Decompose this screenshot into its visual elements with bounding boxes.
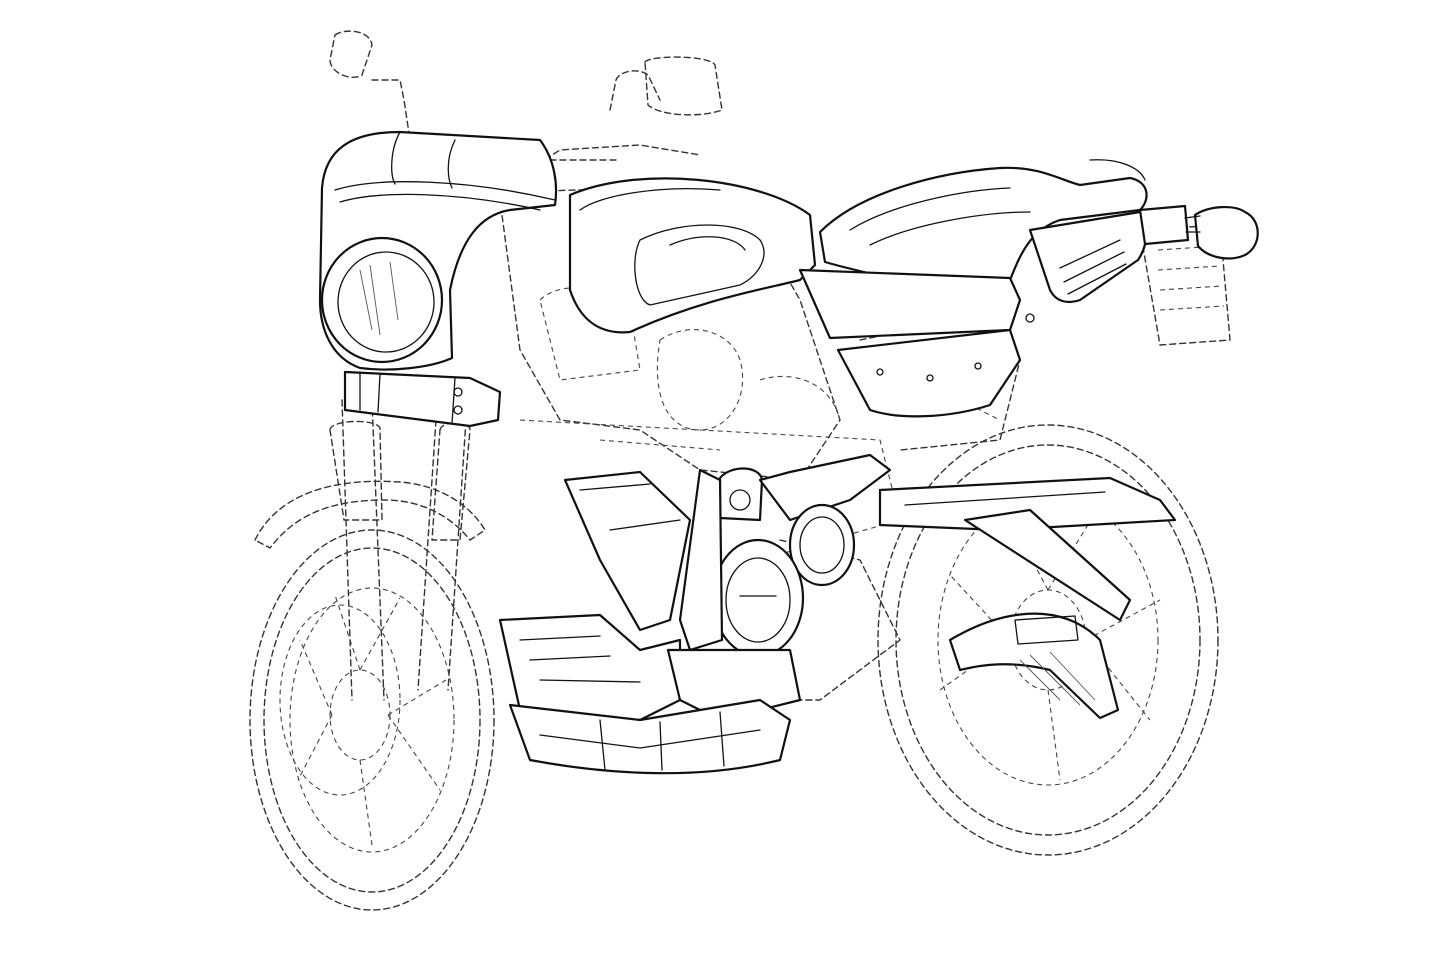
license-plate — [1139, 224, 1231, 346]
engine-covers — [563, 453, 892, 658]
mirrors — [329, 30, 723, 141]
rear-wheel — [877, 424, 1219, 856]
fork-clamp — [343, 370, 502, 428]
swingarm — [878, 476, 1177, 720]
side-panel — [798, 268, 1035, 418]
belly-pan — [508, 698, 792, 775]
front-wheel — [249, 529, 495, 911]
headlight — [320, 236, 444, 364]
rear-indicator — [1138, 204, 1259, 260]
front-fork — [329, 399, 471, 701]
fuel-tank — [568, 177, 817, 334]
front-fender — [254, 480, 486, 549]
